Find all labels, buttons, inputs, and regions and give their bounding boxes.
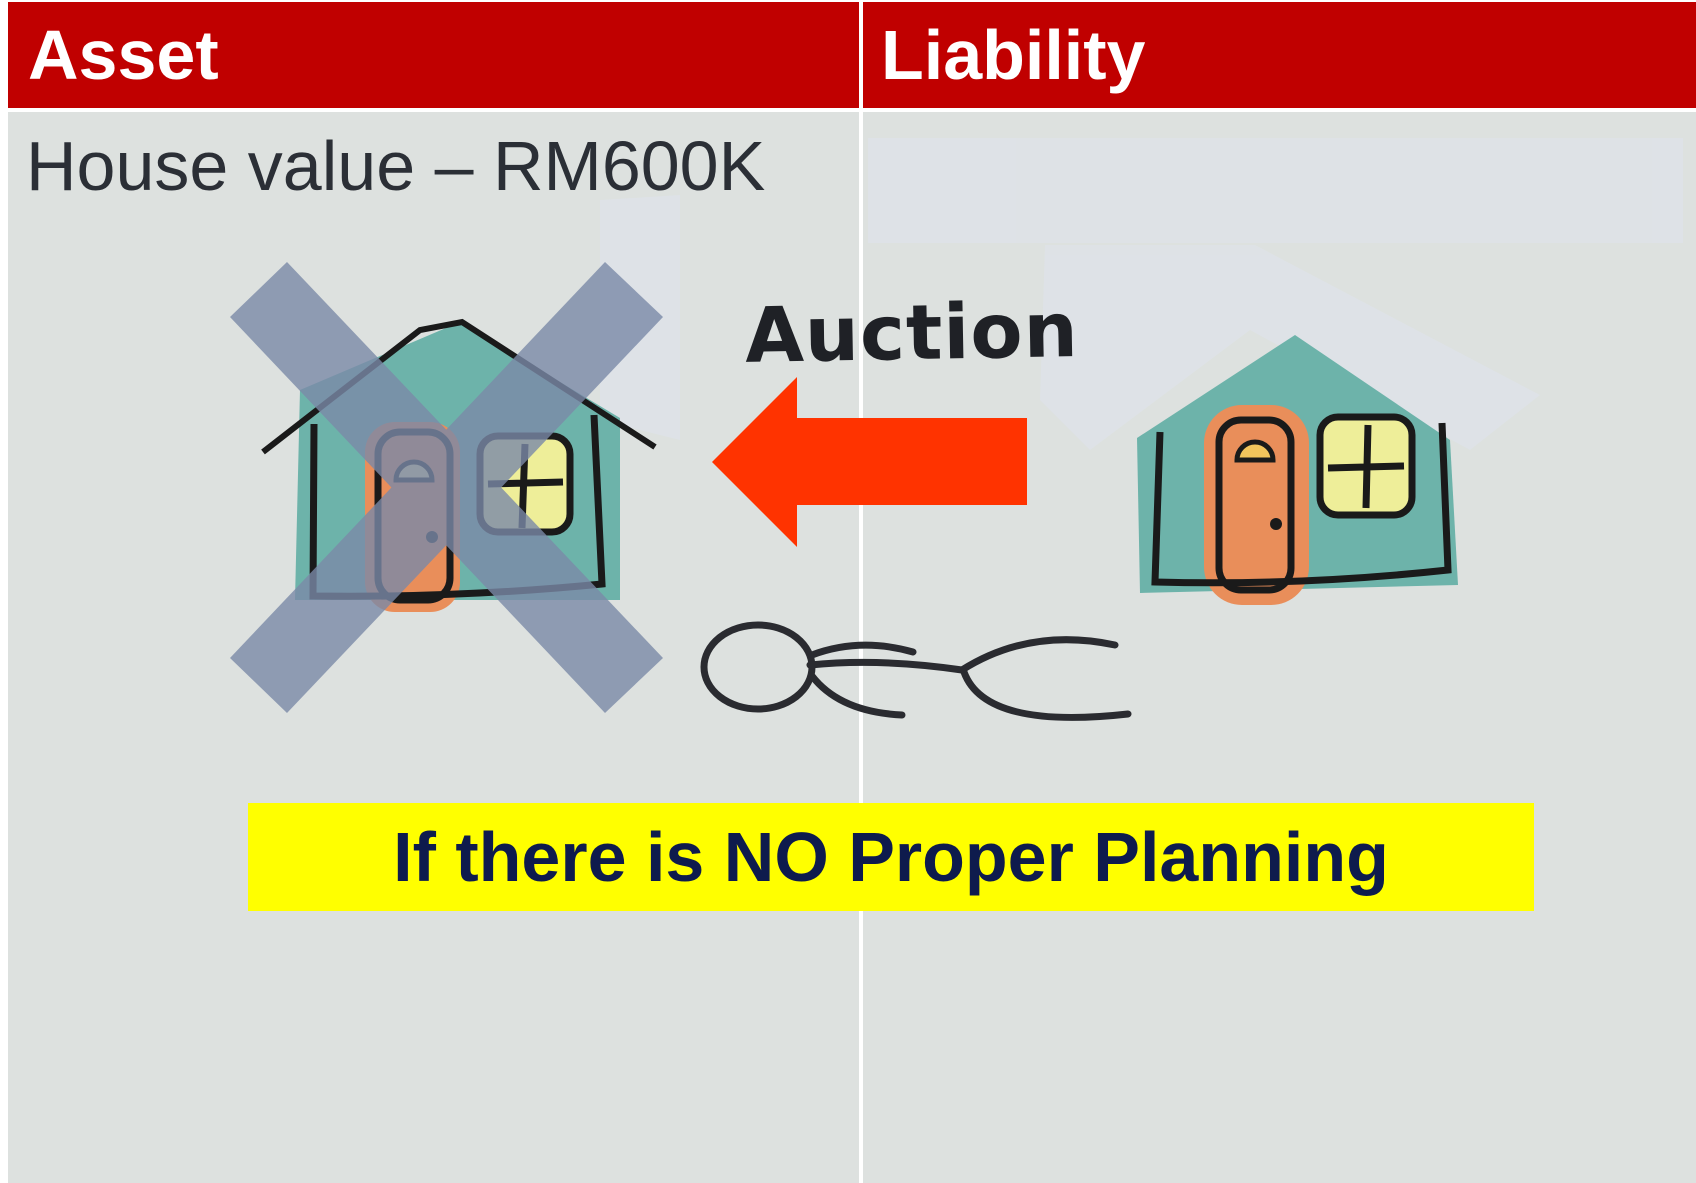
auction-label: Auction <box>744 285 1080 380</box>
left-arrow-icon <box>712 377 1027 547</box>
liability-header-label: Liability <box>881 16 1146 94</box>
asset-cell <box>8 112 859 1183</box>
asset-header: Asset <box>8 2 859 108</box>
asset-header-label: Asset <box>28 16 219 94</box>
liability-header: Liability <box>863 2 1696 108</box>
liability-house-icon <box>1137 335 1458 605</box>
key-icon <box>700 621 1132 721</box>
planning-banner-text: If there is NO Proper Planning <box>393 818 1389 896</box>
planning-banner: If there is NO Proper Planning <box>248 803 1534 911</box>
cross-out-icon <box>230 262 663 713</box>
house-value-text: House value – RM600K <box>26 127 766 205</box>
